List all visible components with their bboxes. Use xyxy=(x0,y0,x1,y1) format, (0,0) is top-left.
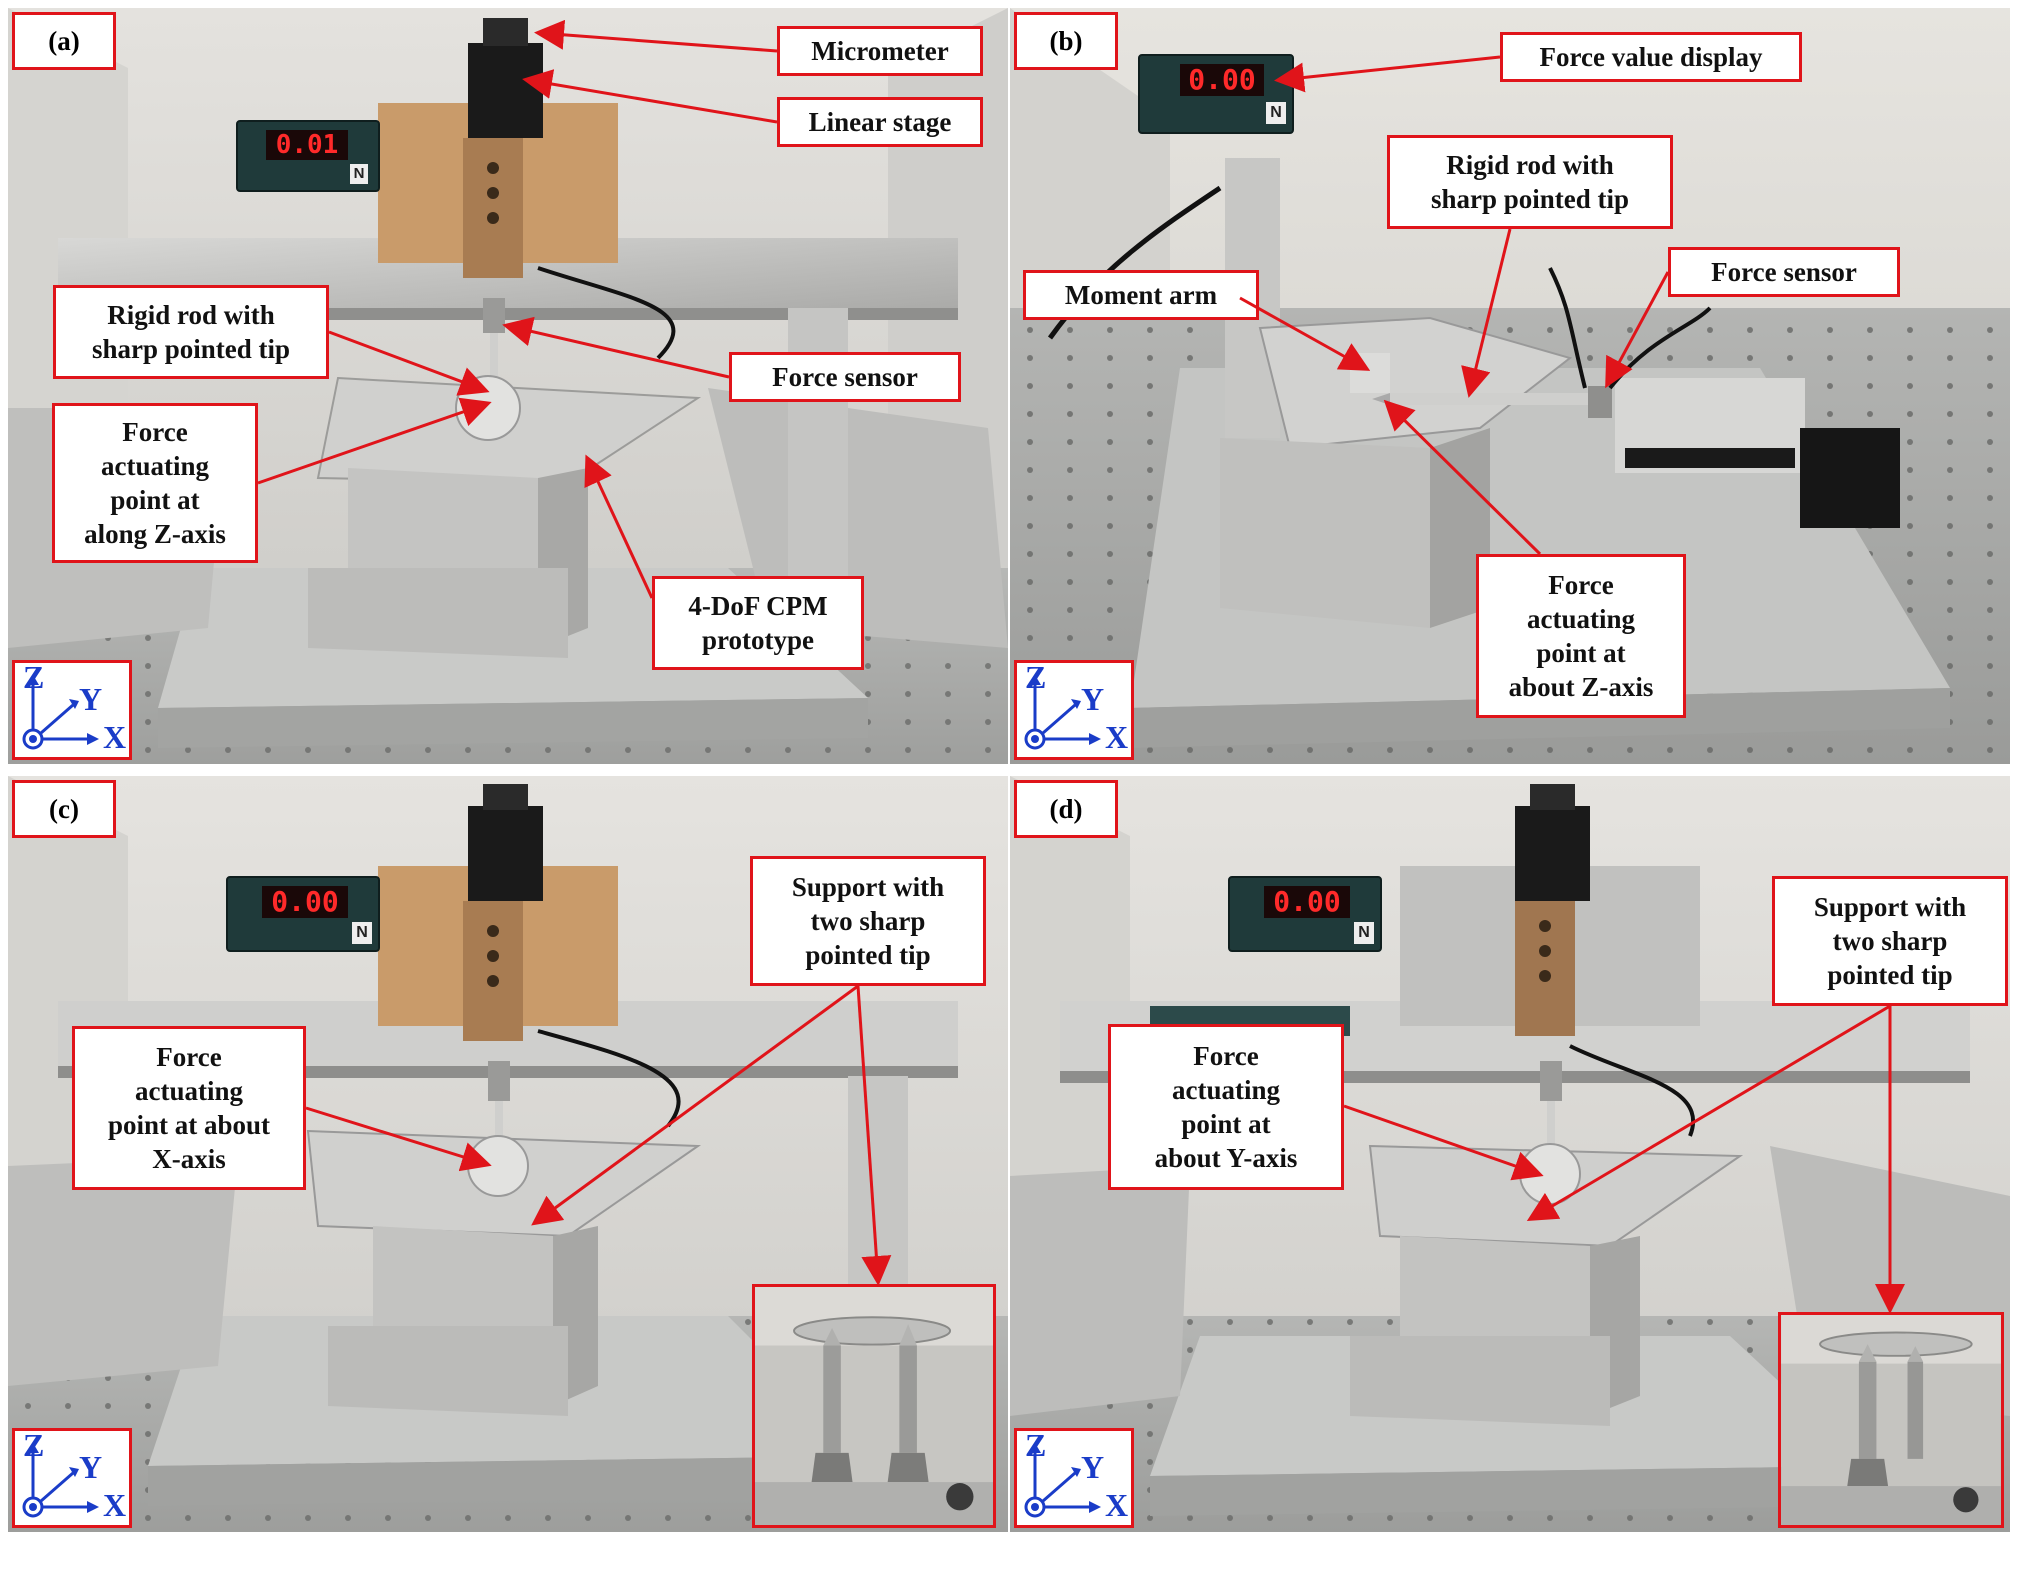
label-moment-arm: Moment arm xyxy=(1023,270,1259,320)
panel-label-b: (b) xyxy=(1014,12,1118,70)
label-prototype: 4-DoF CPM prototype xyxy=(652,576,864,670)
axis-indicator-a: Z Y X xyxy=(12,659,132,760)
display-digits-a: 0.01 xyxy=(266,130,348,160)
axis-indicator-b: Z Y X xyxy=(1014,659,1134,760)
support-detail-inset-c xyxy=(752,1284,996,1528)
label-support: Support with two sharp pointed tip xyxy=(750,856,986,986)
axis-label-x: X xyxy=(103,719,127,755)
panel-a: 0.01 N (a) Micrometer Linear stage Rigid… xyxy=(8,8,1008,764)
label-force-display: Force value display xyxy=(1500,32,1802,82)
display-digits-b: 0.00 xyxy=(1180,64,1264,96)
axis-indicator-d: Z Y X xyxy=(1014,1427,1134,1528)
panel-b: 0.00 N (b) Force value display Rigid rod… xyxy=(1010,8,2010,764)
axis-label-x: X xyxy=(103,1487,127,1523)
label-force-point-d: Force actuating point at about Y-axis xyxy=(1108,1024,1344,1190)
panel-label-c: (c) xyxy=(12,780,116,838)
axis-label-y: Y xyxy=(1081,1449,1105,1485)
display-digits-c: 0.00 xyxy=(262,886,348,918)
label-force-sensor-b: Force sensor xyxy=(1668,247,1900,297)
axis-label-x: X xyxy=(1105,719,1129,755)
axis-arrows-icon xyxy=(1024,675,1101,750)
label-micrometer: Micrometer xyxy=(777,26,983,76)
force-display-a: 0.01 N xyxy=(236,120,380,192)
axis-label-z: Z xyxy=(23,659,45,695)
display-unit-a: N xyxy=(350,164,368,184)
axis-indicator-c: Z Y X xyxy=(12,1427,132,1528)
label-linear-stage: Linear stage xyxy=(777,97,983,147)
display-unit-c: N xyxy=(352,922,372,944)
panel-label-d: (d) xyxy=(1014,780,1118,838)
label-rigid-rod: Rigid rod with sharp pointed tip xyxy=(53,285,329,379)
axis-label-x: X xyxy=(1105,1487,1129,1523)
force-display-b: 0.00 N xyxy=(1138,54,1294,134)
label-force-point-c: Force actuating point at about X-axis xyxy=(72,1026,306,1190)
panel-label-a: (a) xyxy=(12,12,116,70)
display-unit-b: N xyxy=(1266,102,1286,124)
axis-arrows-icon xyxy=(22,1443,99,1518)
label-force-point-b: Force actuating point at about Z-axis xyxy=(1476,554,1686,718)
axis-arrows-icon xyxy=(1024,1443,1101,1518)
label-support-d: Support with two sharp pointed tip xyxy=(1772,876,2008,1006)
axis-label-z: Z xyxy=(1025,1427,1047,1463)
label-force-point: Force actuating point at along Z-axis xyxy=(52,403,258,563)
force-display-d: 0.00 N xyxy=(1228,876,1382,952)
force-display-c: 0.00 N xyxy=(226,876,380,952)
label-rigid-rod-b: Rigid rod with sharp pointed tip xyxy=(1387,135,1673,229)
axis-label-z: Z xyxy=(1025,659,1047,695)
axis-label-y: Y xyxy=(79,1449,103,1485)
display-digits-d: 0.00 xyxy=(1264,886,1350,918)
panel-c: 0.00 N (c) Support with two sharp pointe… xyxy=(8,776,1008,1532)
display-unit-d: N xyxy=(1354,922,1374,944)
support-detail-inset-d xyxy=(1778,1312,2004,1528)
support-tips-image xyxy=(755,1287,993,1525)
label-force-sensor: Force sensor xyxy=(729,352,961,402)
panel-d: 0.00 N (d) Support with two sharp pointe… xyxy=(1010,776,2010,1532)
axis-label-z: Z xyxy=(23,1427,45,1463)
axis-label-y: Y xyxy=(79,681,103,717)
axis-arrows-icon xyxy=(22,675,99,750)
axis-label-y: Y xyxy=(1081,681,1105,717)
support-tips-image xyxy=(1781,1315,2001,1525)
